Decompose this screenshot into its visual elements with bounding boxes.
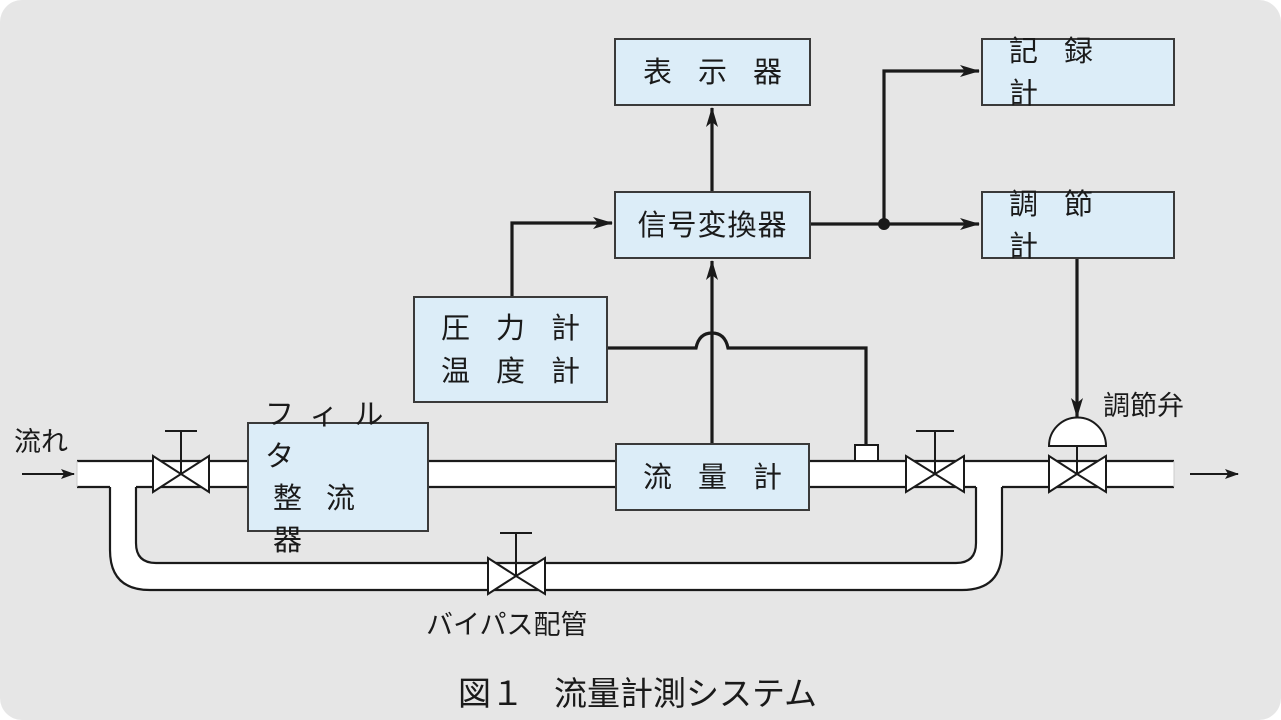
- recorder-label: 記録計: [1009, 33, 1120, 110]
- filter-label: フィルタ: [265, 396, 400, 473]
- bypass-gate-valve-icon[interactable]: [487, 532, 546, 596]
- signal-pt-to-converter: [510, 217, 613, 296]
- pressure-tap-line: [607, 331, 868, 445]
- pressure-temperature-block[interactable]: 圧力計 温度計: [413, 296, 608, 403]
- figure-title: 流量計測システム: [554, 674, 818, 713]
- flowmeter-block[interactable]: 流量計: [615, 443, 810, 511]
- controller-block[interactable]: 調節計: [981, 187, 1175, 263]
- signal-converter-label: 信号変換器: [637, 207, 788, 242]
- bypass-label: バイパス配管: [426, 610, 588, 641]
- figure-caption: 図１ 流量計測システム: [458, 667, 817, 715]
- flow-in-label: 流れ: [14, 427, 68, 458]
- bypass-pipe: [108, 487, 1004, 592]
- control-valve-label: 調節弁: [1103, 391, 1184, 422]
- figure-number: 図１: [458, 674, 524, 713]
- recorder-block[interactable]: 記録計: [981, 34, 1175, 110]
- display-label: 表示器: [642, 54, 808, 89]
- branch-junction-dot: [878, 218, 890, 230]
- signal-converter-block[interactable]: 信号変換器: [614, 191, 811, 259]
- outlet-gate-valve-icon[interactable]: [905, 430, 965, 494]
- signal-lines: [510, 65, 1083, 445]
- pressure-tap-icon: [854, 444, 879, 462]
- pressure-gauge-label: 圧力計: [441, 311, 607, 346]
- flow-straightener-label: 整流器: [273, 481, 380, 558]
- inlet-gate-valve-icon[interactable]: [152, 430, 210, 494]
- controller-label: 調節計: [1009, 186, 1120, 263]
- filter-straightener-block[interactable]: フィルタ 整流器: [247, 397, 429, 557]
- control-valve-icon[interactable]: [1047, 416, 1108, 494]
- signal-converter-to-recorder: [882, 65, 980, 224]
- display-block[interactable]: 表示器: [614, 38, 811, 106]
- thermometer-label: 温度計: [441, 353, 607, 388]
- flowmeter-label: 流量計: [643, 459, 809, 494]
